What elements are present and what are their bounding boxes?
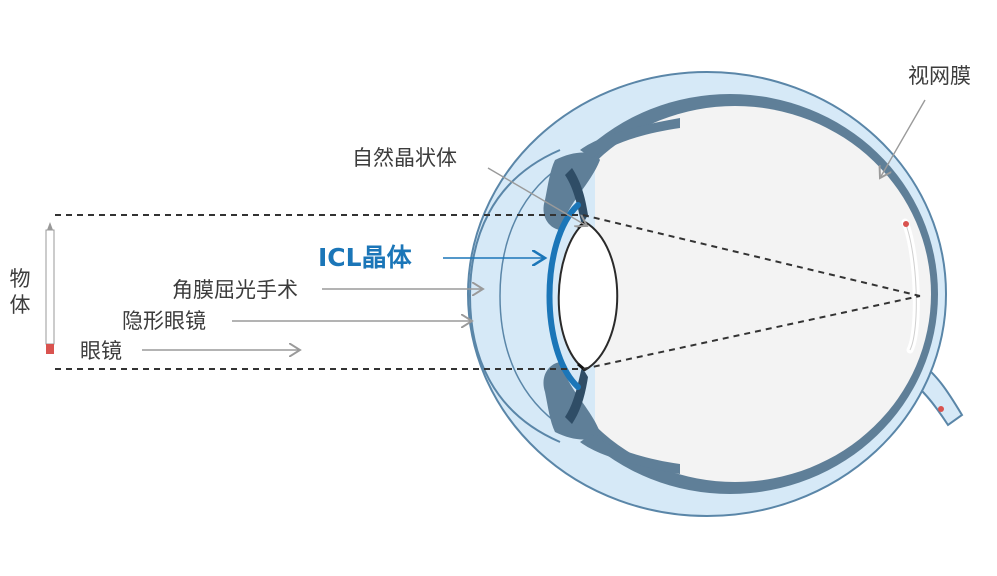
retina-strip-outline xyxy=(904,221,917,351)
ray-focus-bottom xyxy=(582,295,921,370)
choroid-front-top xyxy=(580,118,680,158)
cornea-inner-line xyxy=(499,159,571,433)
lasik-label: 角膜屈光手术 xyxy=(172,278,298,302)
natural-lens xyxy=(557,220,619,372)
pencil-icon xyxy=(45,222,55,354)
natural-lens-label: 自然晶状体 xyxy=(352,146,457,170)
retina-marker-top xyxy=(903,221,909,227)
retina-label: 视网膜 xyxy=(908,64,971,88)
choroid-front-bottom xyxy=(580,434,680,474)
iris-top xyxy=(543,152,600,230)
vitreous-body xyxy=(539,106,931,482)
ray-focus-top xyxy=(582,214,921,297)
contact-lens-label: 隐形眼镜 xyxy=(122,309,206,333)
glasses-label: 眼镜 xyxy=(80,339,122,363)
ciliary-top xyxy=(565,168,588,225)
iris-bottom xyxy=(543,362,600,440)
retina-arrow xyxy=(880,99,926,178)
natural-lens-arrow xyxy=(487,167,587,226)
ciliary-bottom xyxy=(565,367,588,424)
optic-nerve-marker xyxy=(938,406,944,412)
object-label: 物体 xyxy=(9,267,31,317)
icl-lens xyxy=(546,202,581,390)
icl-label: ICL晶体 xyxy=(318,243,412,272)
